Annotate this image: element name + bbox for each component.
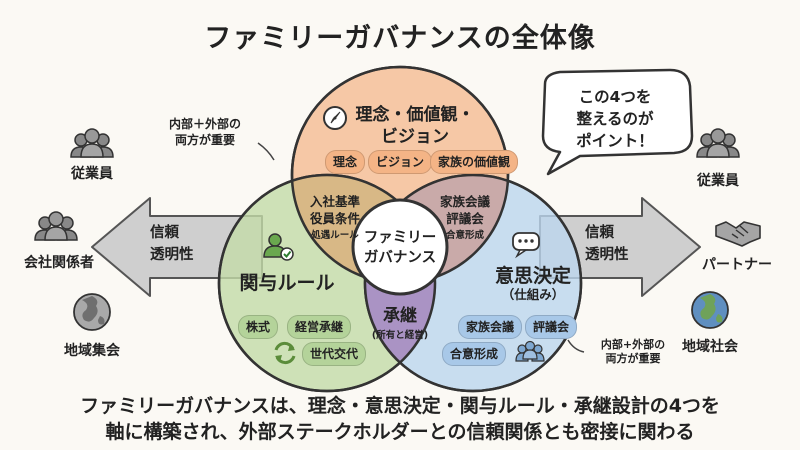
succession-text: 承継 (所有と経営) [362, 305, 438, 344]
overlap-pr-line-1: 入社基準 [309, 194, 360, 209]
speech-bubble-text: この4つを 整えるのが ポイント！ [545, 86, 685, 152]
bubble-line-2: 整えるのが [576, 110, 654, 128]
bubble-line-3: ポイント！ [576, 132, 654, 150]
rules-title: 関与ルール [239, 272, 335, 294]
succession-title: 承継 [383, 306, 417, 326]
center-label: ファミリー ガバナンス [355, 228, 445, 268]
chip-vision: ビジョン [368, 150, 433, 174]
philosophy-title-line-1: 理念・価値観・ [355, 105, 475, 125]
compass-icon [323, 106, 347, 130]
chip-family-values: 家族の価値観 [430, 150, 519, 174]
overlap-pr-line-2: 役員条件 [309, 211, 360, 226]
overlap-pd-line-3: 合意形成 [445, 230, 484, 241]
right-community-label: 地域社会 [682, 339, 738, 355]
handshake-icon [715, 221, 761, 247]
note-line-1: 内部＋外部の [168, 117, 241, 131]
center-line-1: ファミリー [363, 230, 437, 246]
speech-bubble-shape [541, 68, 694, 176]
cycle-icon [274, 341, 296, 365]
page-title: ファミリーガバナンスの全体像 [204, 23, 596, 54]
globe-icon [73, 293, 111, 331]
right-partners-label: パートナー [702, 257, 772, 273]
center-circle [351, 198, 449, 296]
left-arrow-line-1: 信頼 [150, 225, 179, 241]
overlap-pd-line-1: 家族会議 [439, 194, 490, 209]
footer-line-2: 軸に構築され、外部ステークホルダーとの信頼関係とも密接に関わる [105, 421, 695, 443]
left-related-companies-label: 会社関係者 [24, 255, 94, 271]
left-community-label: 地域集会 [64, 343, 120, 359]
bubble-line-1: この4つを [578, 88, 652, 106]
overlap-pr-line-3: 処遇ルール [311, 230, 359, 241]
chip-consensus: 合意形成 [442, 342, 507, 366]
right-arrow-line-1: 信頼 [585, 225, 614, 241]
overlap-pd-line-2: 評議会 [446, 211, 484, 226]
center-line-2: ガバナンス [363, 250, 437, 266]
right-arrow-line-2: 透明性 [585, 247, 629, 263]
right-arrow-text: 信頼 透明性 [585, 222, 629, 266]
right-employees-label: 従業員 [697, 173, 739, 189]
overlap-philosophy-rules-text: 入社基準 役員条件 処遇ルール [290, 193, 380, 244]
left-arrow-line-2: 透明性 [150, 247, 194, 263]
chip-family-meeting: 家族会議 [458, 315, 523, 339]
footer-line-1: ファミリーガバナンスは、理念・意思決定・関与ルール・承継設計の4つを [80, 395, 720, 417]
people-icon [70, 128, 114, 158]
decision-subtitle: （仕組み） [501, 287, 565, 302]
chip-shares: 株式 [238, 315, 279, 339]
chip-council: 評議会 [525, 315, 578, 339]
group-icon [515, 340, 545, 362]
note-top-left: 内部＋外部の 両方が重要 [150, 116, 260, 148]
chat-icon [512, 232, 540, 259]
left-arrow-text: 信頼 透明性 [150, 222, 194, 266]
person-check-icon [263, 233, 294, 261]
chip-business-succession: 経営承継 [287, 315, 352, 339]
philosophy-title: 理念・価値観・ ビジョン [345, 104, 485, 148]
note-line-2: 両方が重要 [605, 352, 661, 365]
people-icon [34, 211, 78, 241]
decision-title-main: 意思決定 [494, 265, 571, 287]
note-line-2: 両方が重要 [174, 133, 235, 147]
people-icon [696, 128, 740, 158]
philosophy-title-line-2: ビジョン [381, 127, 449, 147]
overlap-philosophy-decision-text: 家族会議 評議会 合意形成 [420, 193, 510, 244]
note-bottom-right: 内部+外部の 両方が重要 [578, 338, 688, 366]
note-line-1: 内部+外部の [600, 338, 666, 351]
footer-caption: ファミリーガバナンスは、理念・意思決定・関与ルール・承継設計の4つを 軸に構築さ… [0, 393, 800, 445]
chip-generation-change: 世代交代 [302, 342, 367, 366]
left-employees-label: 従業員 [71, 166, 113, 182]
globe-icon [691, 291, 729, 329]
chip-philosophy: 理念 [325, 150, 366, 174]
decision-title: 意思決定 （仕組み） [478, 265, 588, 303]
succession-subtitle: (所有と経営) [371, 330, 429, 341]
